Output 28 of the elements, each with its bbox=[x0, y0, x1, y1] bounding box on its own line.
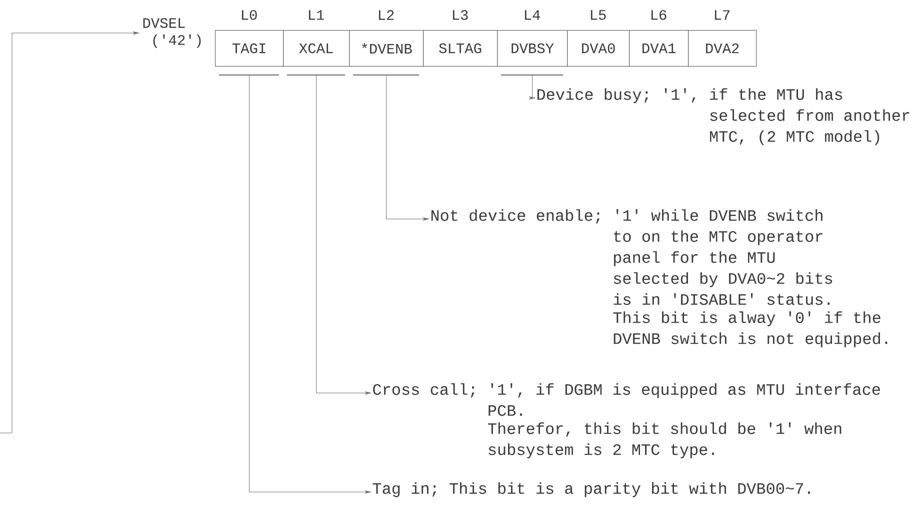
register-cell: XCAL bbox=[283, 30, 350, 67]
description-text: Device busy; '1', if the MTU has selected from another MTC, (2 MTC model) bbox=[537, 88, 910, 146]
description-text: Cross call; '1', if DGBM is equipped as MTU interface PCB. bbox=[373, 383, 880, 416]
bit-label: L4 bbox=[524, 10, 540, 20]
bit-label: L3 bbox=[452, 10, 468, 20]
leader-arrow bbox=[316, 75, 372, 394]
bit-label: L7 bbox=[714, 10, 730, 20]
register-cell: DVA1 bbox=[629, 30, 689, 67]
description-text: Not device enable; '1' while DVENB switch to on the MTC operator panel for the MTU selected by DVA0~2 bits is in 'DISABLE' status. bbox=[431, 209, 832, 305]
description-text: Therefor, this bit should be '1' when subsystem is 2 MTC type. bbox=[488, 422, 842, 458]
bit-label: L0 bbox=[242, 10, 257, 20]
bit-label: L5 bbox=[590, 10, 606, 20]
bit-label: L2 bbox=[378, 10, 394, 20]
register-cell: DVA0 bbox=[567, 30, 630, 67]
register-cell: DVBSY bbox=[497, 30, 568, 67]
leader-arrow bbox=[386, 75, 430, 220]
leader-arrow bbox=[249, 75, 372, 494]
register-cell: *DVENB bbox=[349, 30, 424, 67]
register-cell: TAGI bbox=[215, 30, 284, 67]
description-text: This bit is alway '0' if the DVENB switch is not equipped. bbox=[613, 311, 888, 348]
arrow bbox=[0, 32, 140, 434]
register-cell: DVA2 bbox=[688, 30, 757, 67]
leader-arrow bbox=[528, 75, 536, 100]
description-text: Tag in; This bit is a parity bit with DVB00~7. bbox=[372, 482, 810, 498]
register-cell: SLTAG bbox=[423, 30, 498, 67]
register-name: DVSEL ('42') bbox=[143, 18, 201, 48]
bit-label: L1 bbox=[308, 10, 324, 20]
bit-label: L6 bbox=[651, 10, 666, 20]
